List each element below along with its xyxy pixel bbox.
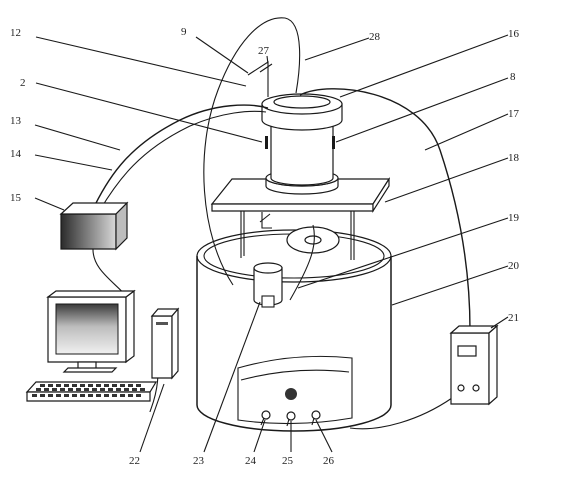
sensor-2 bbox=[265, 136, 268, 149]
label-17: 17 bbox=[508, 108, 520, 120]
knob-24 bbox=[261, 410, 271, 420]
label-12: 12 bbox=[10, 27, 21, 39]
main-cylinder bbox=[196, 229, 392, 432]
computer bbox=[25, 289, 180, 402]
front-door bbox=[237, 355, 353, 427]
knob-26 bbox=[311, 410, 321, 420]
label-24: 24 bbox=[245, 455, 257, 467]
part-labels: 12 9 27 28 16 2 8 13 17 14 18 15 19 20 2… bbox=[10, 26, 520, 467]
label-8: 8 bbox=[510, 71, 516, 83]
label-27: 27 bbox=[258, 45, 270, 57]
label-21: 21 bbox=[508, 312, 519, 324]
label-22: 22 bbox=[129, 455, 140, 467]
keyboard-keys bbox=[32, 384, 145, 397]
label-16: 16 bbox=[508, 28, 520, 40]
label-15: 15 bbox=[10, 192, 22, 204]
sample-dish bbox=[286, 226, 340, 254]
label-28: 28 bbox=[369, 31, 381, 43]
label-20: 20 bbox=[508, 260, 520, 272]
label-26: 26 bbox=[323, 455, 335, 467]
door-knob bbox=[285, 388, 297, 400]
label-9: 9 bbox=[181, 26, 187, 38]
upper-chamber bbox=[261, 93, 343, 195]
label-18: 18 bbox=[508, 152, 520, 164]
motor bbox=[253, 262, 283, 308]
temperature-controller bbox=[449, 324, 499, 406]
monitor-screen bbox=[55, 303, 119, 355]
label-13: 13 bbox=[10, 115, 22, 127]
label-14: 14 bbox=[10, 148, 22, 160]
data-acquisition-box bbox=[59, 201, 129, 251]
label-19: 19 bbox=[508, 212, 520, 224]
knob-25 bbox=[286, 411, 296, 421]
label-2: 2 bbox=[20, 77, 26, 89]
label-23: 23 bbox=[193, 455, 205, 467]
cables bbox=[92, 17, 471, 430]
label-25: 25 bbox=[282, 455, 294, 467]
leader-lines bbox=[34, 34, 509, 453]
sensor-8 bbox=[332, 136, 335, 149]
